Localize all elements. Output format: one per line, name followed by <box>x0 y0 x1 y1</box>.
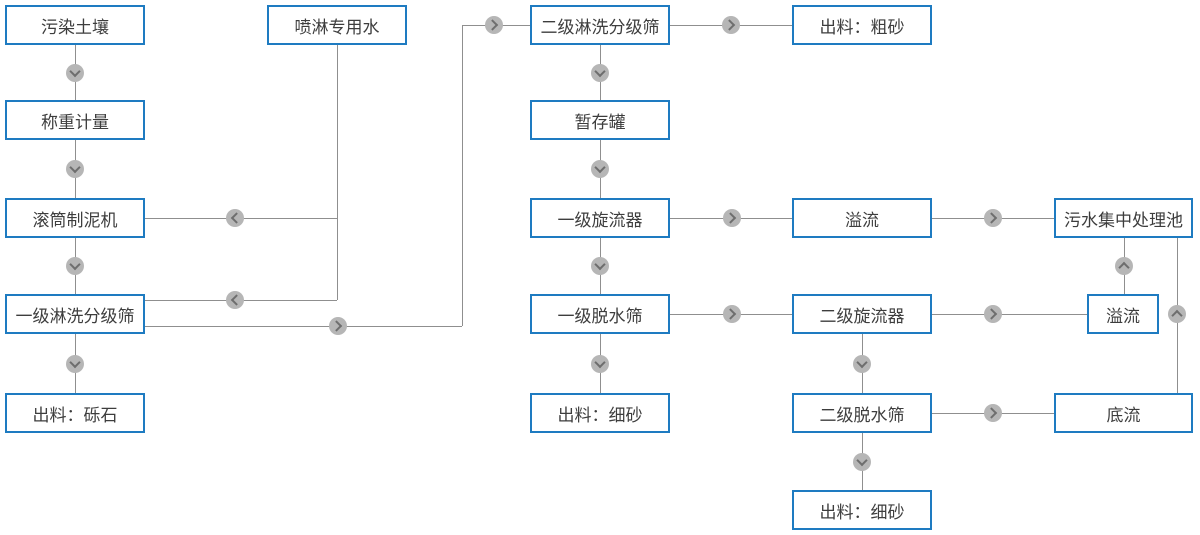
node-stage2-cyclone[interactable]: 二级旋流器 <box>792 294 932 334</box>
arrow-down-icon <box>591 355 609 373</box>
arrow-up-icon <box>1168 305 1186 323</box>
arrow-right-icon <box>723 209 741 227</box>
arrow-right-icon <box>722 16 740 34</box>
arrow-down-icon <box>591 257 609 275</box>
node-stage1-cyclone[interactable]: 一级旋流器 <box>530 198 670 238</box>
arrow-up-icon <box>1115 257 1133 275</box>
arrow-down-icon <box>66 257 84 275</box>
node-output-fine-sand-1[interactable]: 出料：细砂 <box>530 393 670 433</box>
node-overflow-1[interactable]: 溢流 <box>792 198 932 238</box>
arrow-right-icon <box>329 317 347 335</box>
node-stage2-washing-screen[interactable]: 二级淋洗分级筛 <box>530 5 670 45</box>
arrow-down-icon <box>66 64 84 82</box>
arrow-right-icon <box>984 305 1002 323</box>
arrow-down-icon <box>591 160 609 178</box>
arrow-down-icon <box>66 355 84 373</box>
node-underflow[interactable]: 底流 <box>1054 393 1193 433</box>
node-spray-water[interactable]: 喷淋专用水 <box>267 5 407 45</box>
node-weighing-metering[interactable]: 称重计量 <box>5 100 145 140</box>
arrow-right-icon <box>984 404 1002 422</box>
connector-line <box>462 25 463 326</box>
arrow-down-icon <box>591 64 609 82</box>
arrow-right-icon <box>984 209 1002 227</box>
arrow-down-icon <box>66 160 84 178</box>
arrow-right-icon <box>723 305 741 323</box>
node-stage1-dewatering-screen[interactable]: 一级脱水筛 <box>530 294 670 334</box>
node-stage2-dewatering-screen[interactable]: 二级脱水筛 <box>792 393 932 433</box>
node-contaminated-soil[interactable]: 污染土壤 <box>5 5 145 45</box>
node-stage1-washing-screen[interactable]: 一级淋洗分级筛 <box>5 294 145 334</box>
node-wastewater-treatment-pool[interactable]: 污水集中处理池 <box>1054 198 1193 238</box>
connector-line <box>145 326 462 327</box>
arrow-left-icon <box>226 291 244 309</box>
connector-line <box>337 45 338 300</box>
node-output-coarse-sand[interactable]: 出料：粗砂 <box>792 5 932 45</box>
node-output-gravel[interactable]: 出料：砾石 <box>5 393 145 433</box>
arrow-down-icon <box>853 355 871 373</box>
arrow-left-icon <box>226 209 244 227</box>
arrow-right-icon <box>485 16 503 34</box>
node-buffer-tank[interactable]: 暂存罐 <box>530 100 670 140</box>
connector-line <box>932 314 1087 315</box>
node-drum-mud-maker[interactable]: 滚筒制泥机 <box>5 198 145 238</box>
node-overflow-2[interactable]: 溢流 <box>1087 294 1159 334</box>
arrow-down-icon <box>853 453 871 471</box>
node-output-fine-sand-2[interactable]: 出料：细砂 <box>792 490 932 530</box>
